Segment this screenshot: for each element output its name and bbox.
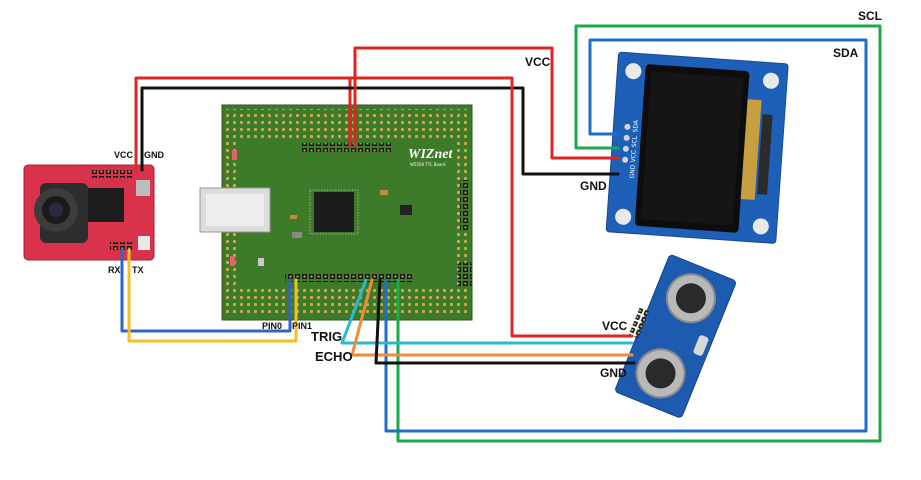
wiznet-board: WIZnet W5500 TTL Board <box>199 104 473 321</box>
ultrasonic-vcc-label: VCC <box>602 319 628 333</box>
camera-vcc-label: VCC <box>114 150 134 160</box>
wire-trig <box>340 278 634 345</box>
oled-display: GND VCC SCL SDA <box>605 51 789 244</box>
oled-pin-vcc-label: VCC <box>630 150 638 163</box>
oled-vcc-label: VCC <box>525 55 551 69</box>
trig-label: TRIG <box>311 329 342 344</box>
scl-label: SCL <box>858 9 882 23</box>
sda-label: SDA <box>833 46 859 60</box>
camera-gnd-label: GND <box>144 150 165 160</box>
camera-tx-label: TX <box>132 265 144 275</box>
wire-tx <box>127 248 298 343</box>
pin0-label: PIN0 <box>262 321 282 331</box>
board-brand-label: WIZnet <box>408 147 453 162</box>
wire-camera-gnd <box>140 86 620 176</box>
oled-gnd-label: GND <box>580 179 607 193</box>
oled-pin-sda-label: SDA <box>632 119 640 133</box>
wire-sda <box>384 38 868 433</box>
wire-scl <box>396 24 882 443</box>
oled-pin-scl-label: SCL <box>631 135 639 147</box>
wire-ultrasonic-vcc <box>348 76 634 338</box>
svg-text:W5500 TTL Board: W5500 TTL Board <box>410 162 446 167</box>
camera-module <box>23 164 155 261</box>
ultrasonic-sensor <box>615 254 736 418</box>
wire-oled-vcc <box>353 46 620 160</box>
oled-pin-gnd-label: GND <box>629 164 637 179</box>
pin1-label: PIN1 <box>292 321 312 331</box>
wire-camera-vcc <box>134 76 352 172</box>
wire-rx <box>120 248 292 333</box>
camera-rx-label: RX <box>108 265 121 275</box>
wire-echo <box>350 278 634 357</box>
echo-label: ECHO <box>315 349 353 364</box>
ultrasonic-gnd-label: GND <box>600 366 627 380</box>
wire-ultrasonic-gnd <box>374 278 636 365</box>
